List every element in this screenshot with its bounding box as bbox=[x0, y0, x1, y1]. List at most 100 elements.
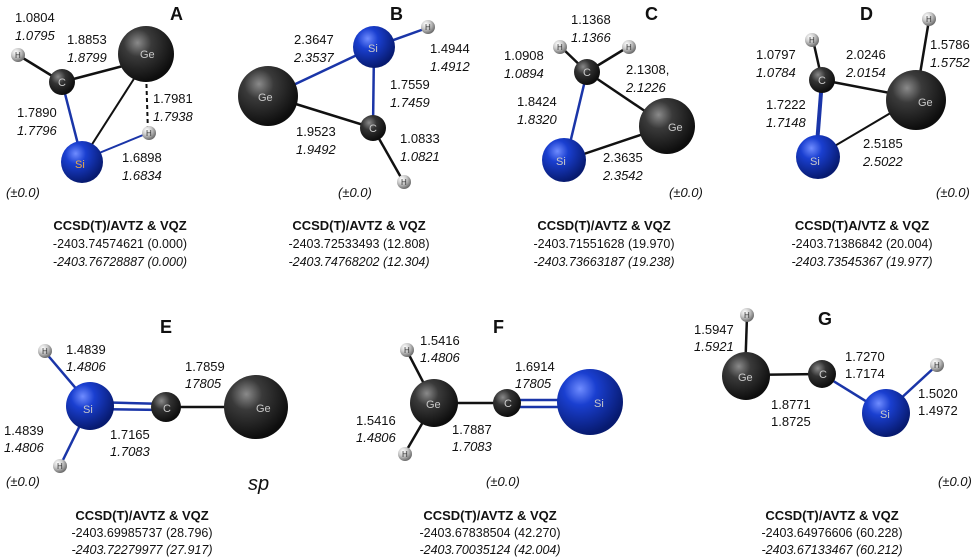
atom-label-si: Si bbox=[75, 159, 85, 171]
bond-length-avtz: 1.4839 bbox=[4, 423, 44, 438]
method-label: CCSD(T)/AVTZ & VQZ bbox=[423, 508, 556, 523]
hydrogen-atom bbox=[930, 358, 944, 372]
bond-length-avtz: 2.5185 bbox=[863, 136, 903, 151]
atom-label-h2: H bbox=[401, 178, 407, 187]
bond-length-vqz: 1.8725 bbox=[771, 414, 811, 429]
bond-length-avtz: 1.4944 bbox=[430, 41, 470, 56]
silicon-atom bbox=[796, 135, 840, 179]
bond-length-vqz: 17805 bbox=[515, 376, 552, 391]
bond-length-vqz: 2.3537 bbox=[293, 50, 335, 65]
bond-length-avtz: 1.7559 bbox=[390, 77, 430, 92]
energy-vqz: -2403.67133467 (60.212) bbox=[761, 543, 902, 557]
energy-vqz: -2403.76728887 (0.000) bbox=[53, 255, 187, 269]
carbon-atom bbox=[809, 67, 835, 93]
energy-avtz: -2403.71551628 (19.970) bbox=[533, 237, 674, 251]
energy-vqz: -2403.70035124 (42.004) bbox=[419, 543, 560, 557]
atom-label-c: C bbox=[58, 77, 66, 89]
hydrogen-atom bbox=[398, 447, 412, 461]
germanium-atom bbox=[224, 375, 288, 439]
bond-length-vqz: 1.4912 bbox=[430, 59, 471, 74]
bond-length-avtz: 1.0908 bbox=[504, 48, 544, 63]
structure-letter: D bbox=[860, 4, 873, 24]
bond-length-avtz: 2.1308, bbox=[626, 62, 669, 77]
method-label: CCSD(T)/AVTZ & VQZ bbox=[75, 508, 208, 523]
hydrogen-atom bbox=[553, 40, 567, 54]
bond-length-vqz: 1.4806 bbox=[356, 430, 397, 445]
hydrogen-atom bbox=[805, 33, 819, 47]
atom-label-ge: Ge bbox=[738, 372, 753, 384]
silicon-atom bbox=[557, 369, 623, 435]
structure-d: D Ge Si C H H 1.0797 1.0784 2.0246 2.015… bbox=[756, 4, 971, 269]
bond-length-avtz: 1.6914 bbox=[515, 359, 555, 374]
bond-length-vqz: 1.7083 bbox=[452, 439, 493, 454]
hydrogen-atom bbox=[53, 459, 67, 473]
bond-length-avtz: 1.5786 bbox=[930, 37, 970, 52]
carbon-atom bbox=[49, 69, 75, 95]
bond-length-vqz: 1.6834 bbox=[122, 168, 162, 183]
hydrogen-atom bbox=[922, 12, 936, 26]
zpe-note: (±0.0) bbox=[486, 474, 520, 489]
atom-label-si: Si bbox=[83, 404, 93, 416]
atom-label-c: C bbox=[583, 67, 591, 79]
hydrogen-atom bbox=[740, 308, 754, 322]
atom-label-si: Si bbox=[368, 43, 378, 55]
bond-length-avtz: 1.0797 bbox=[756, 47, 796, 62]
structure-c: C Ge Si C H H 1.1368 1.1366 1.0908 1.089… bbox=[504, 4, 703, 269]
silicon-atom bbox=[862, 389, 910, 437]
atom-label-h2: H bbox=[146, 129, 152, 138]
atom-label-ge: Ge bbox=[256, 403, 271, 415]
bond-length-vqz: 2.1226 bbox=[625, 80, 667, 95]
sp-label: sp bbox=[248, 473, 269, 495]
germanium-atom bbox=[639, 98, 695, 154]
zpe-note: (±0.0) bbox=[6, 474, 40, 489]
zpe-note: (±0.0) bbox=[338, 185, 372, 200]
bond-length-avtz: 1.5416 bbox=[356, 413, 396, 428]
atom-label-h2: H bbox=[402, 450, 408, 459]
structure-e: E Ge Si C H H 1.4839 1.4806 1.7859 17805… bbox=[4, 317, 288, 557]
structure-f: F Ge Si C H H 1.5416 1.4806 1.6914 17805… bbox=[356, 317, 623, 557]
atom-label-ge: Ge bbox=[668, 122, 683, 134]
structure-letter: A bbox=[170, 4, 183, 24]
bond-length-vqz: 2.3542 bbox=[602, 168, 644, 183]
bond-length-vqz: 1.8320 bbox=[517, 112, 558, 127]
bond-length-avtz: 1.8771 bbox=[771, 397, 811, 412]
method-label: CCSD(T)/AVTZ & VQZ bbox=[765, 508, 898, 523]
carbon-atom bbox=[151, 392, 181, 422]
bond-length-avtz: 1.0804 bbox=[15, 10, 55, 25]
atom-label-ge: Ge bbox=[918, 97, 933, 109]
structure-letter: G bbox=[818, 309, 832, 329]
bond-length-avtz: 1.8853 bbox=[67, 32, 107, 47]
bond-length-vqz: 1.8799 bbox=[67, 50, 107, 65]
bond-length-avtz: 1.6898 bbox=[122, 150, 162, 165]
structure-g: G Ge Si C H H 1.5947 1.5921 1.7270 1.717… bbox=[694, 308, 972, 557]
silicon-atom bbox=[66, 382, 114, 430]
germanium-atom bbox=[886, 70, 946, 130]
silicon-atom bbox=[542, 138, 586, 182]
bond-length-avtz: 1.7270 bbox=[845, 349, 885, 364]
energy-avtz: -2403.71386842 (20.004) bbox=[791, 237, 932, 251]
hydrogen-atom bbox=[622, 40, 636, 54]
germanium-atom bbox=[410, 379, 458, 427]
bond-length-vqz: 1.7938 bbox=[153, 109, 194, 124]
atom-label-h1: H bbox=[425, 23, 431, 32]
structure-letter: F bbox=[493, 317, 504, 337]
bond-length-vqz: 1.0784 bbox=[756, 65, 796, 80]
energy-vqz: -2403.73663187 (19.238) bbox=[533, 255, 674, 269]
hydrogen-atom bbox=[421, 20, 435, 34]
bond-length-vqz: 1.1366 bbox=[571, 30, 612, 45]
atom-label-c: C bbox=[818, 75, 826, 87]
bond-length-vqz: 1.7796 bbox=[17, 123, 58, 138]
atom-label-h2: H bbox=[626, 43, 632, 52]
bond-length-avtz: 1.8424 bbox=[517, 94, 557, 109]
energy-vqz: -2403.72279977 (27.917) bbox=[71, 543, 212, 557]
atom-label-h1: H bbox=[557, 43, 563, 52]
atom-label-h1: H bbox=[15, 51, 21, 60]
carbon-atom bbox=[808, 360, 836, 388]
atom-label-h2: H bbox=[926, 15, 932, 24]
zpe-note: (±0.0) bbox=[936, 185, 970, 200]
zpe-note: (±0.0) bbox=[938, 474, 972, 489]
bond-length-vqz: 1.4806 bbox=[420, 350, 461, 365]
bond-length-vqz: 1.4806 bbox=[66, 359, 107, 374]
bond-length-avtz: 2.0246 bbox=[846, 47, 886, 62]
atom-label-si: Si bbox=[810, 156, 820, 168]
